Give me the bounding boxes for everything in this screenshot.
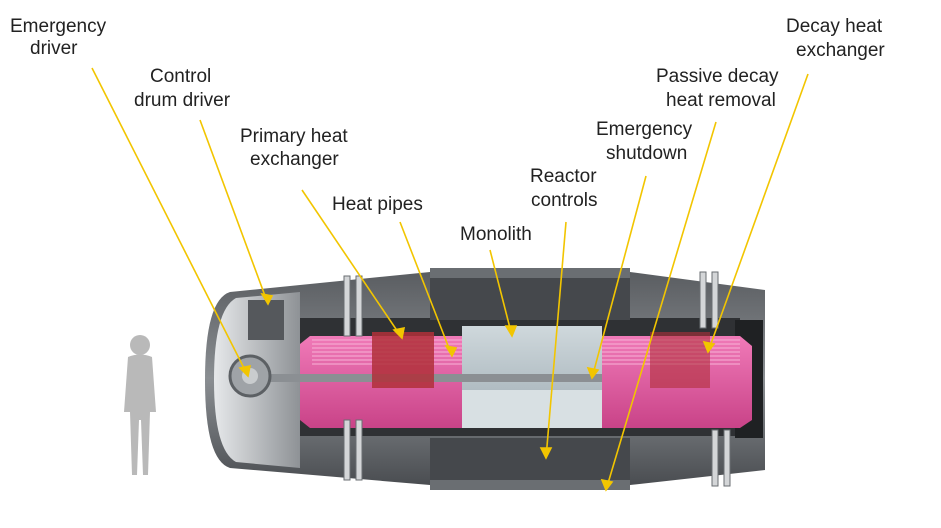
label-control-drum-driver: Control drum driver xyxy=(134,66,231,111)
primary-heat-exchanger-coil xyxy=(372,332,434,388)
leader-lines xyxy=(91,67,809,492)
leader-monolith xyxy=(489,249,513,337)
leader-emergency-shutdown xyxy=(591,175,647,379)
human-silhouette-icon xyxy=(124,335,156,475)
label-primary-heat-exchanger: Primary heat exchanger xyxy=(240,126,353,170)
leader-primary-heat-exchanger xyxy=(301,189,403,339)
label-emergency-shutdown: Emergency shutdown xyxy=(596,119,697,164)
label-passive-decay-heat-removal: Passive decay heat removal xyxy=(656,66,784,111)
label-heat-pipes: Heat pipes xyxy=(332,194,423,215)
label-reactor-controls: Reactor controls xyxy=(530,166,602,211)
tie-bars xyxy=(343,271,731,487)
label-decay-heat-exchanger: Decay heat exchanger xyxy=(786,16,887,61)
leader-control-drum-driver xyxy=(199,119,269,305)
leader-decay-heat-exchanger xyxy=(707,73,809,353)
decay-heat-exchanger-coil xyxy=(650,332,710,388)
label-monolith: Monolith xyxy=(460,224,532,245)
label-emergency-driver: Emergency driver xyxy=(10,16,111,59)
leader-reactor-controls xyxy=(545,221,567,459)
leader-passive-decay-heat-removal xyxy=(605,121,717,491)
leader-emergency-driver xyxy=(91,67,249,377)
reactor-body xyxy=(205,268,765,490)
callout-labels: Emergency driver Control drum driver Pri… xyxy=(10,16,887,245)
leader-heat-pipes xyxy=(399,221,453,357)
control-drum-driver-unit xyxy=(248,300,284,340)
